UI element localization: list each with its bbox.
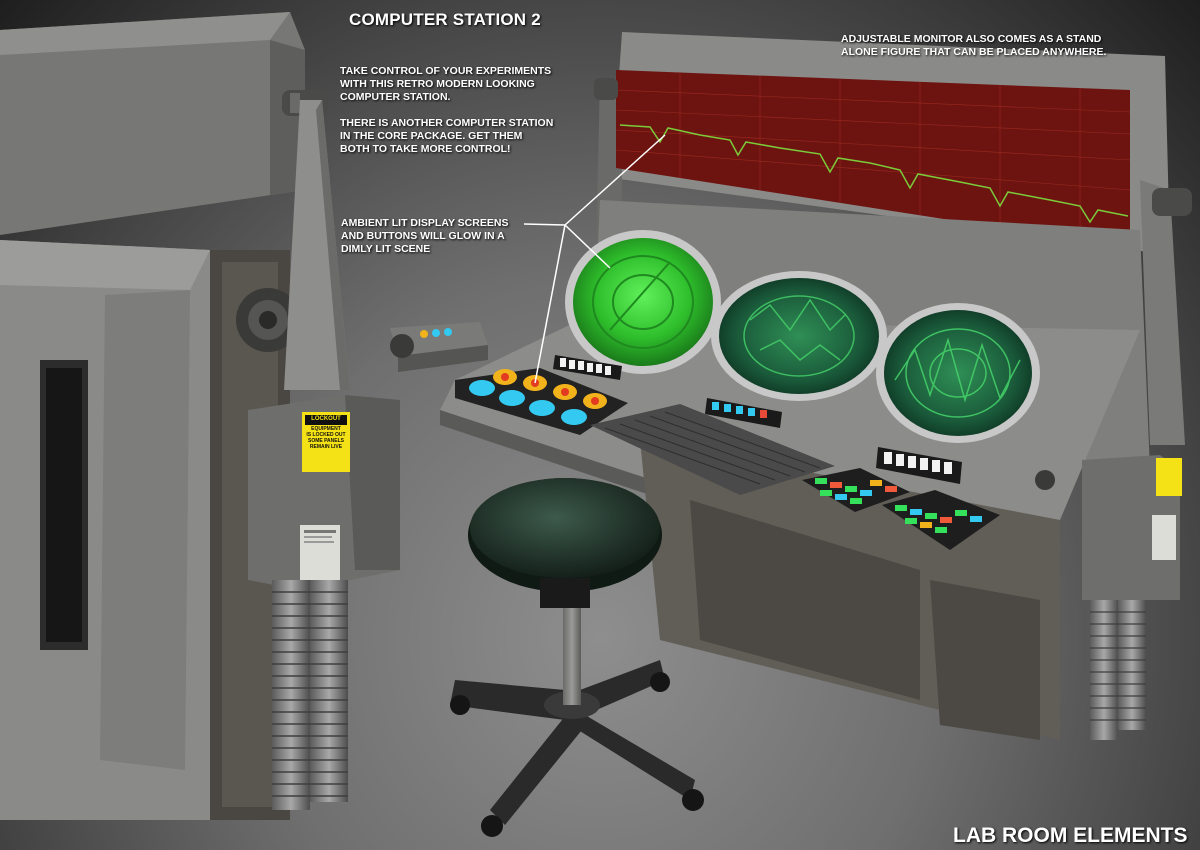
main-console — [440, 32, 1192, 740]
intro-paragraph: TAKE CONTROL OF YOUR EXPERIMENTS WITH TH… — [340, 65, 554, 155]
keyboard — [590, 404, 835, 495]
lockout-label-line3: SOME PANELS — [307, 438, 345, 444]
ambient-callout: AMBIENT LIT DISPLAY SCREENS AND BUTTONS … — [341, 217, 509, 255]
lockout-label-line2: IS LOCKED OUT — [306, 432, 346, 438]
radar-screen-center — [719, 278, 879, 394]
lockout-label-text: LOCKOUT EQUIPMENT IS LOCKED OUT SOME PAN… — [302, 413, 350, 450]
lab-stool — [450, 478, 704, 837]
lockout-label-line4: REMAIN LIVE — [309, 444, 343, 450]
footer-label: LAB ROOM ELEMENTS — [953, 824, 1188, 847]
monitor-callout: ADJUSTABLE MONITOR ALSO COMES AS A STAND… — [841, 33, 1107, 58]
callout-lines — [523, 134, 666, 384]
lockout-label-header: LOCKOUT — [305, 415, 347, 424]
left-station-closeup — [0, 12, 488, 820]
page-title: COMPUTER STATION 2 — [349, 10, 541, 29]
lockout-label-line1: EQUIPMENT — [311, 426, 341, 432]
